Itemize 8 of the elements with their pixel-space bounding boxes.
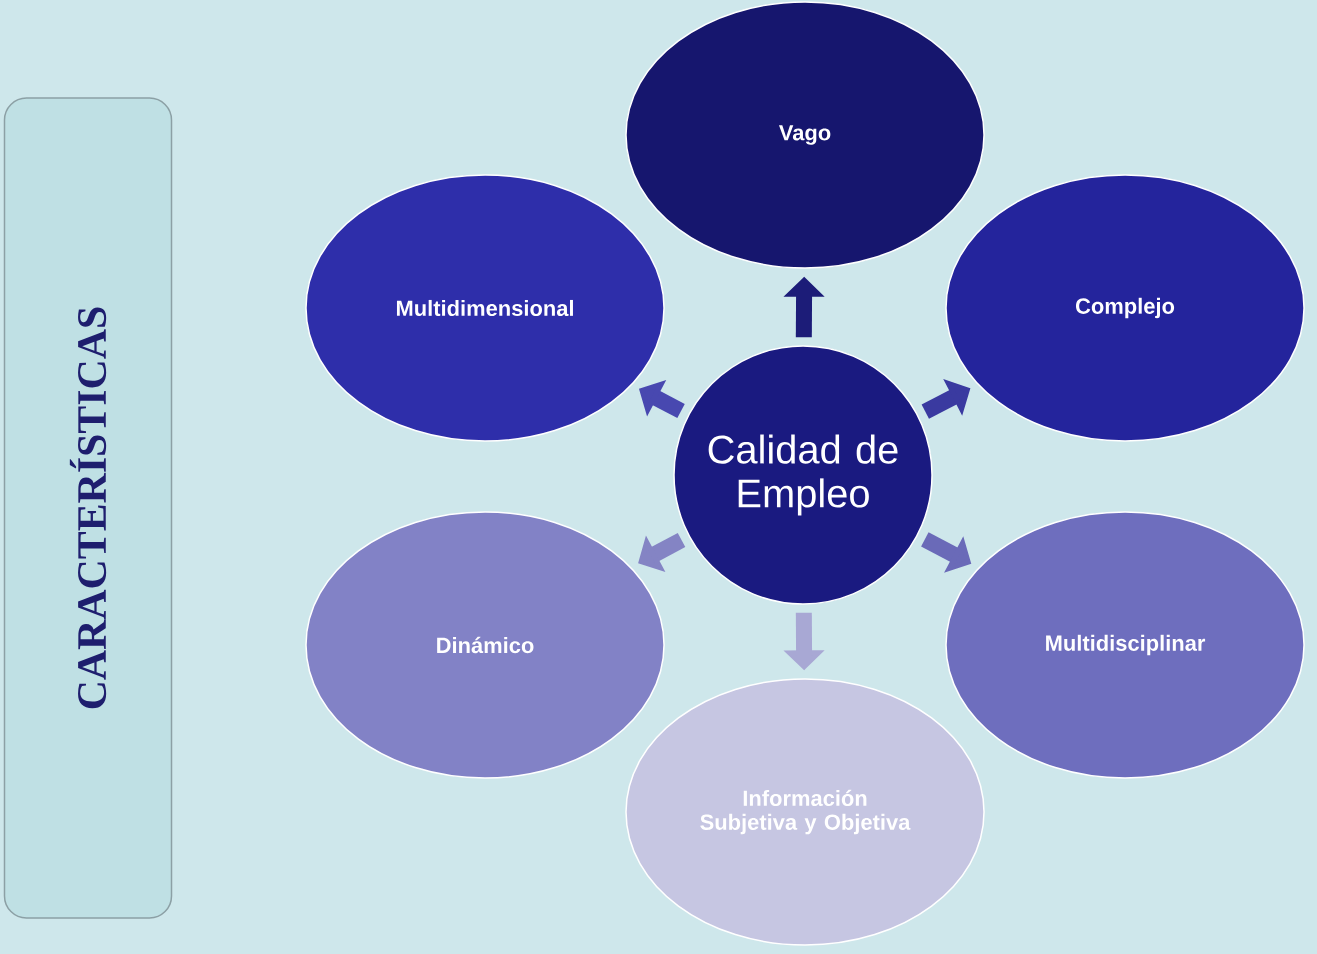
ellipse-node: Información Subjetiva y Objetiva [625,678,985,946]
ellipse-node: Vago [625,1,985,269]
side-label-box: CARACTERÍSTICAS [3,97,173,919]
block-arrow [638,532,686,572]
ellipse-node: Complejo [945,174,1305,442]
ellipse-node: Multidimensional [305,174,665,442]
ellipse-node: Dinámico [305,511,665,779]
ellipse-node: Multidisciplinar [945,511,1305,779]
